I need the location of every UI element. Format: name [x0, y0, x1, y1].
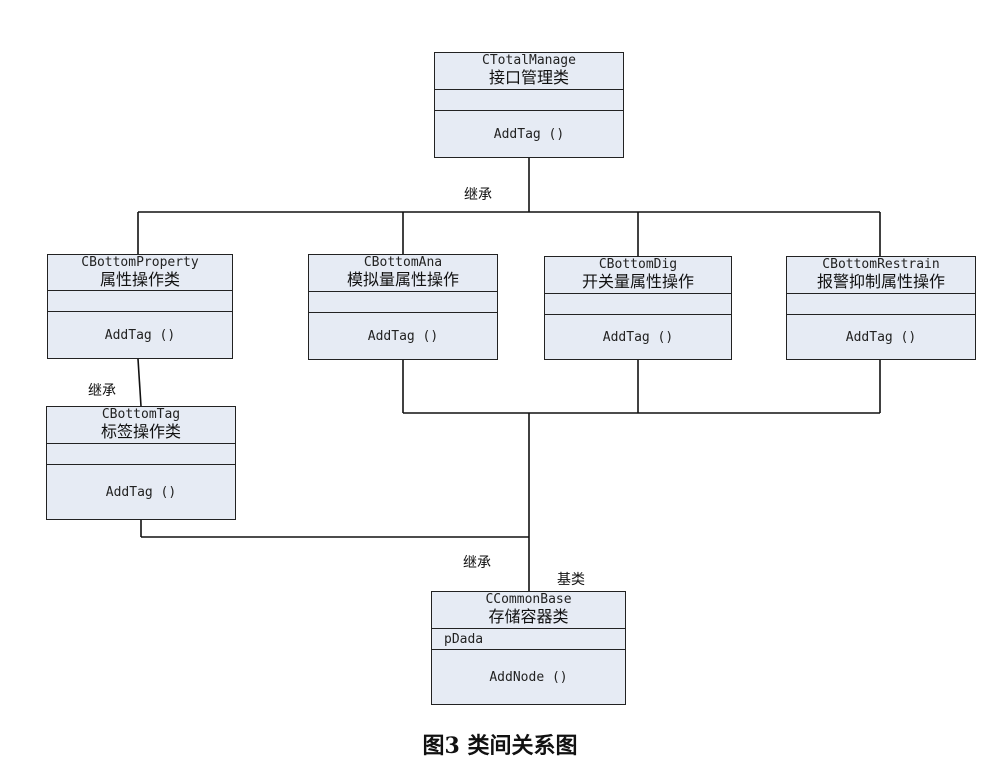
class-attributes: pDada — [432, 629, 625, 650]
class-operations: AddTag () — [493, 126, 565, 142]
class-description: 标签操作类 — [100, 422, 181, 442]
class-name: CCommonBase — [485, 592, 572, 608]
class-cbottomtag: CBottomTag 标签操作类 AddTag () — [46, 406, 236, 520]
class-attributes — [435, 90, 623, 111]
class-operations: AddTag () — [104, 327, 176, 343]
class-attributes — [545, 294, 731, 315]
class-name: CBottomRestrain — [822, 257, 940, 273]
class-description: 开关量属性操作 — [581, 272, 694, 292]
class-description: 存储容器类 — [488, 607, 569, 627]
class-cbottomrestrain: CBottomRestrain 报警抑制属性操作 AddTag () — [786, 256, 976, 360]
class-name: CBottomAna — [363, 255, 443, 271]
base-class-label: 基类 — [557, 572, 585, 588]
class-description: 报警抑制属性操作 — [816, 272, 945, 292]
class-cbottomdig: CBottomDig 开关量属性操作 AddTag () — [544, 256, 732, 360]
class-name: CTotalManage — [482, 53, 576, 69]
class-description: 接口管理类 — [488, 68, 569, 88]
class-attributes — [47, 444, 235, 465]
inherit-label-left: 继承 — [88, 383, 116, 399]
class-ccommonbase: CCommonBase 存储容器类 pDada AddNode () — [431, 591, 626, 705]
class-operations: AddTag () — [367, 328, 439, 344]
class-cbottomproperty: CBottomProperty 属性操作类 AddTag () — [47, 254, 233, 359]
class-operations: AddNode () — [489, 669, 568, 685]
class-attributes — [787, 294, 975, 315]
class-name: CBottomProperty — [81, 254, 199, 270]
class-name: CBottomTag — [101, 407, 181, 423]
class-operations: AddTag () — [105, 484, 177, 500]
class-description: 属性操作类 — [99, 269, 180, 289]
line-property-tag — [137, 358, 142, 407]
class-attributes — [48, 291, 232, 312]
inherit-label-bottom: 继承 — [463, 555, 491, 571]
class-description: 模拟量属性操作 — [346, 270, 459, 290]
figure-caption: 图3 类间关系图 — [422, 733, 578, 759]
class-operations: AddTag () — [602, 329, 674, 345]
class-cbottomana: CBottomAna 模拟量属性操作 AddTag () — [308, 254, 498, 360]
class-operations: AddTag () — [845, 329, 917, 345]
class-ctotalmanage: CTotalManage 接口管理类 AddTag () — [434, 52, 624, 158]
class-attributes — [309, 292, 497, 313]
class-name: CBottomDig — [598, 257, 678, 273]
inherit-label-top: 继承 — [464, 187, 492, 203]
